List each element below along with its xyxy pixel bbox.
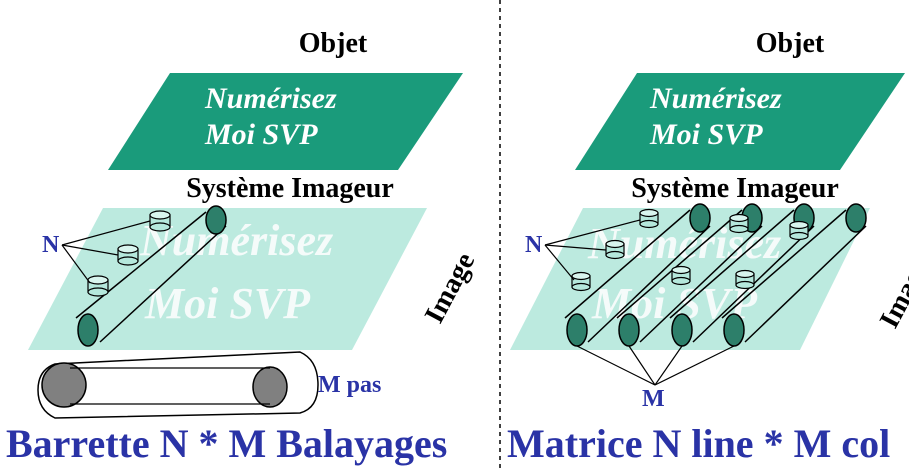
right-cylinder-4: [721, 203, 867, 347]
left-image-text-line2: Moi SVP: [144, 279, 311, 328]
left-detectors: [87, 210, 171, 297]
left-detector-3: [87, 275, 109, 297]
right-object-text-line2: Moi SVP: [649, 118, 763, 151]
right-cylinder-2: [616, 203, 763, 347]
right-panel: Objet Numérisez Moi SVP Système Imageur …: [507, 28, 909, 466]
left-object-label: Objet: [299, 28, 368, 59]
right-object-plane: [575, 73, 905, 170]
left-scan-conveyor: [37, 351, 319, 419]
right-detector-5: [671, 265, 691, 286]
right-n-label: N: [525, 232, 543, 258]
right-cylinder-1: [564, 203, 711, 347]
right-imager-label: Système Imageur: [631, 173, 839, 204]
left-n-pointers: [61, 220, 151, 284]
left-object-text-line2: Moi SVP: [204, 118, 318, 151]
right-m-pointers: [576, 345, 735, 386]
right-detector-7: [735, 269, 755, 290]
left-detector-1: [149, 210, 171, 232]
left-object-text-line1: Numérisez: [204, 82, 337, 115]
right-detector-4: [729, 213, 749, 234]
right-detector-2: [605, 239, 625, 260]
left-image-plane: [28, 208, 427, 350]
right-object-text-line1: Numérisez: [649, 82, 782, 115]
right-title: Matrice N line * M col: [507, 421, 890, 466]
left-m-label: M pas: [318, 372, 381, 398]
right-matrix-array: [564, 203, 867, 347]
left-title: Barrette N * M Balayages: [6, 421, 447, 466]
right-m-label: M: [642, 386, 665, 412]
right-object-label: Objet: [756, 28, 825, 59]
right-image-label: Image: [874, 253, 909, 333]
right-detectors: [571, 208, 809, 292]
right-detector-3: [571, 271, 591, 292]
left-panel: Objet Numérisez Moi SVP Système Imageur …: [6, 28, 481, 466]
left-detector-2: [117, 244, 139, 266]
right-n-pointers: [544, 219, 641, 281]
left-image-label: Image: [419, 248, 481, 328]
left-n-label: N: [42, 232, 60, 258]
left-linear-array: [75, 205, 227, 347]
right-detector-1: [639, 208, 659, 229]
left-imager-label: Système Imageur: [186, 173, 394, 204]
left-object-plane: [108, 73, 463, 170]
right-detector-6: [789, 220, 809, 241]
